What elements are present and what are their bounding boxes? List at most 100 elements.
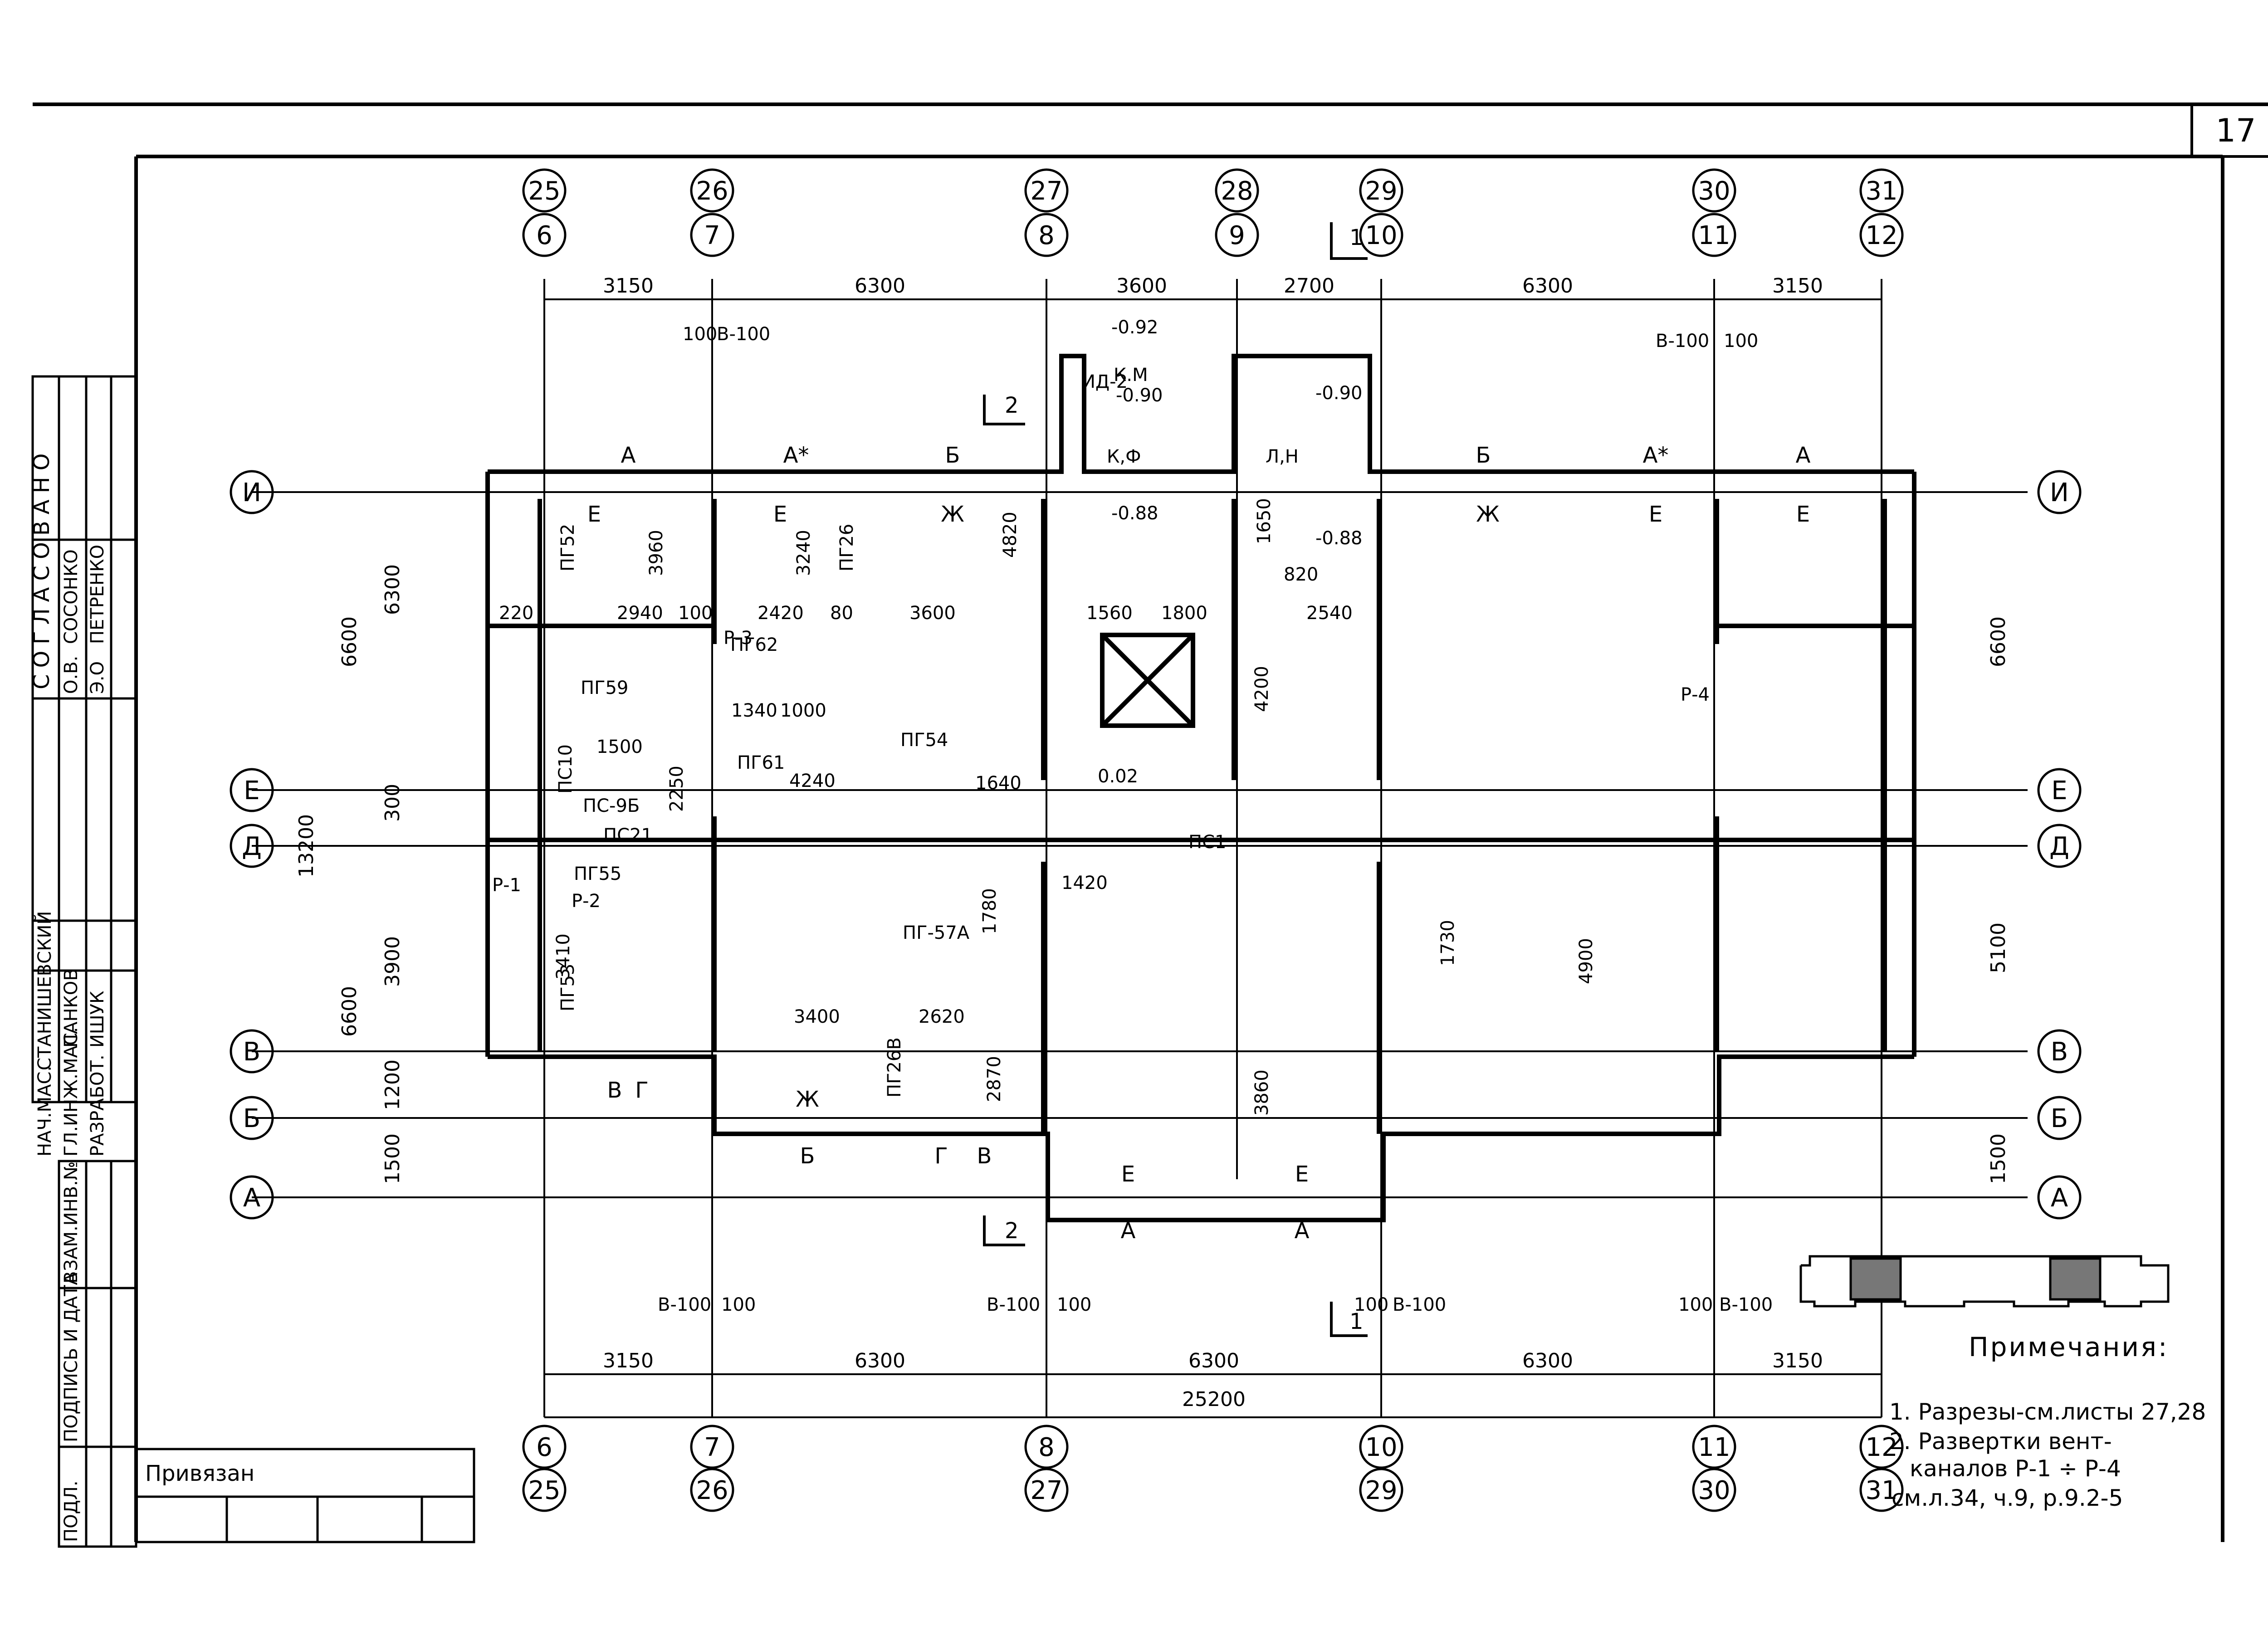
left-dim: 6600 [338, 616, 361, 667]
svg-text:9: 9 [1229, 221, 1245, 250]
svg-text:А*: А* [783, 443, 809, 468]
svg-text:31: 31 [1865, 1476, 1897, 1505]
svg-text:А: А [243, 1183, 260, 1213]
svg-text:8: 8 [1038, 1433, 1055, 1462]
svg-text:1000: 1000 [780, 700, 826, 721]
svg-text:В-100: В-100 [1656, 331, 1709, 351]
svg-text:2870: 2870 [984, 1056, 1005, 1102]
svg-text:Е: Е [244, 776, 259, 805]
svg-text:3960: 3960 [646, 530, 667, 576]
svg-text:4240: 4240 [789, 771, 836, 791]
svg-text:В-100: В-100 [1393, 1294, 1446, 1315]
svg-text:10: 10 [1365, 221, 1397, 250]
svg-text:2940: 2940 [617, 603, 663, 624]
svg-text:100: 100 [1678, 1294, 1713, 1315]
svg-text:А: А [1295, 1218, 1310, 1244]
right-dim: 6600 [1987, 616, 2010, 667]
sheet-number: 17 [2215, 112, 2256, 149]
tb-role-1: НАЧ.МАС. [34, 1066, 55, 1157]
svg-text:Е: Е [1295, 1162, 1309, 1187]
svg-text:Е: Е [587, 502, 601, 527]
svg-text:Б: Б [1476, 443, 1491, 468]
left-dim: 6300 [381, 564, 404, 615]
left-dim: 3900 [381, 936, 404, 987]
note-2: 2. Развертки вент- [1889, 1428, 2112, 1455]
svg-text:12: 12 [1865, 221, 1897, 250]
stamp-name-2: ПЕТРЕНКО [87, 545, 108, 644]
svg-text:ПГ26В: ПГ26В [884, 1037, 905, 1098]
svg-text:2540: 2540 [1306, 603, 1353, 624]
svg-text:6: 6 [536, 1433, 552, 1462]
svg-text:Е: Е [773, 502, 787, 527]
svg-text:А: А [621, 443, 636, 468]
left-dim: 1500 [381, 1133, 404, 1184]
section-mark-2: 2 [1005, 1218, 1019, 1244]
svg-text:Б: Б [800, 1143, 815, 1169]
section-labels: 1 2 2 1 [1005, 225, 1364, 1334]
svg-text:6: 6 [536, 221, 552, 250]
svg-text:ПГ-57А: ПГ-57А [903, 922, 970, 943]
svg-text:26: 26 [696, 176, 728, 206]
svg-text:80: 80 [830, 603, 853, 624]
bottom-dim: 3150 [1772, 1349, 1823, 1372]
tb-role-3: РАЗРАБОТ. [87, 1054, 108, 1157]
svg-text:Б: Б [2051, 1104, 2068, 1133]
svg-text:Е: Е [2051, 776, 2067, 805]
section-marks [983, 222, 1368, 1337]
svg-text:Е: Е [1121, 1162, 1135, 1187]
top-dim: 6300 [1522, 274, 1573, 298]
tb-name-2: ПАНКОВ [61, 968, 82, 1048]
window-marks: А А* Б Б А* А Ж Е Е Е Е Ж В Г Б Г В Ж Е … [587, 443, 1811, 1244]
svg-text:ПГ52: ПГ52 [557, 524, 578, 571]
svg-text:-0.88: -0.88 [1111, 503, 1158, 524]
svg-text:100: 100 [1354, 1294, 1388, 1315]
tb-inv-1: ВЗАМ.ИНВ.№ [61, 1162, 82, 1284]
svg-text:В-100: В-100 [717, 324, 770, 345]
svg-text:29: 29 [1365, 176, 1397, 206]
key-plan [1799, 1255, 2170, 1308]
svg-text:-0.90: -0.90 [1315, 383, 1363, 404]
tb-inv-2: ПОДПИСЬ И ДАТА [61, 1272, 82, 1442]
stamp-name-1: СОСОНКО [61, 549, 82, 644]
top-dim: 6300 [855, 274, 905, 298]
svg-text:25: 25 [528, 1476, 560, 1505]
svg-text:1780: 1780 [979, 888, 1000, 934]
svg-text:1500: 1500 [596, 737, 643, 757]
tb-name-1: СТАНИШЕВСКИЙ [34, 911, 55, 1070]
svg-text:Р-4: Р-4 [1681, 684, 1710, 705]
svg-text:1420: 1420 [1061, 873, 1108, 893]
axis-bottom-7: 726 [690, 1425, 734, 1512]
notes: Примечания: 1. Разрезы-см.листы 27,28 2.… [1889, 1332, 2206, 1511]
svg-text:В: В [2051, 1037, 2068, 1067]
axis-top-28: 289 [1215, 168, 1259, 257]
svg-text:К.М: К.М [1114, 365, 1148, 386]
axis-top-26: 267 [690, 168, 734, 257]
axis-top-27: 278 [1024, 168, 1069, 257]
svg-text:Р-1: Р-1 [492, 875, 521, 896]
top-dim: 3600 [1116, 274, 1167, 298]
svg-text:1730: 1730 [1437, 920, 1458, 966]
svg-text:К,Ф: К,Ф [1107, 446, 1141, 467]
svg-text:В-100: В-100 [658, 1294, 711, 1315]
svg-text:И: И [2050, 478, 2069, 508]
svg-text:-0.88: -0.88 [1315, 528, 1363, 549]
axis-bottom-6: 625 [522, 1425, 567, 1512]
top-dim: 3150 [603, 274, 654, 298]
svg-text:Г: Г [934, 1143, 948, 1169]
svg-text:100: 100 [678, 603, 713, 624]
svg-text:А*: А* [1643, 443, 1669, 468]
panel-marks: ПГ52 ПГ26 ПГ59 ПГ62 ПГ54 ПГ61 ПГ55 ПГ53 … [492, 365, 1710, 1098]
section-mark-1: 1 [1349, 225, 1364, 250]
svg-text:12: 12 [1865, 1433, 1897, 1462]
svg-text:Р-3: Р-3 [723, 628, 753, 649]
svg-text:Б: Б [243, 1104, 260, 1133]
svg-text:4900: 4900 [1576, 938, 1597, 984]
